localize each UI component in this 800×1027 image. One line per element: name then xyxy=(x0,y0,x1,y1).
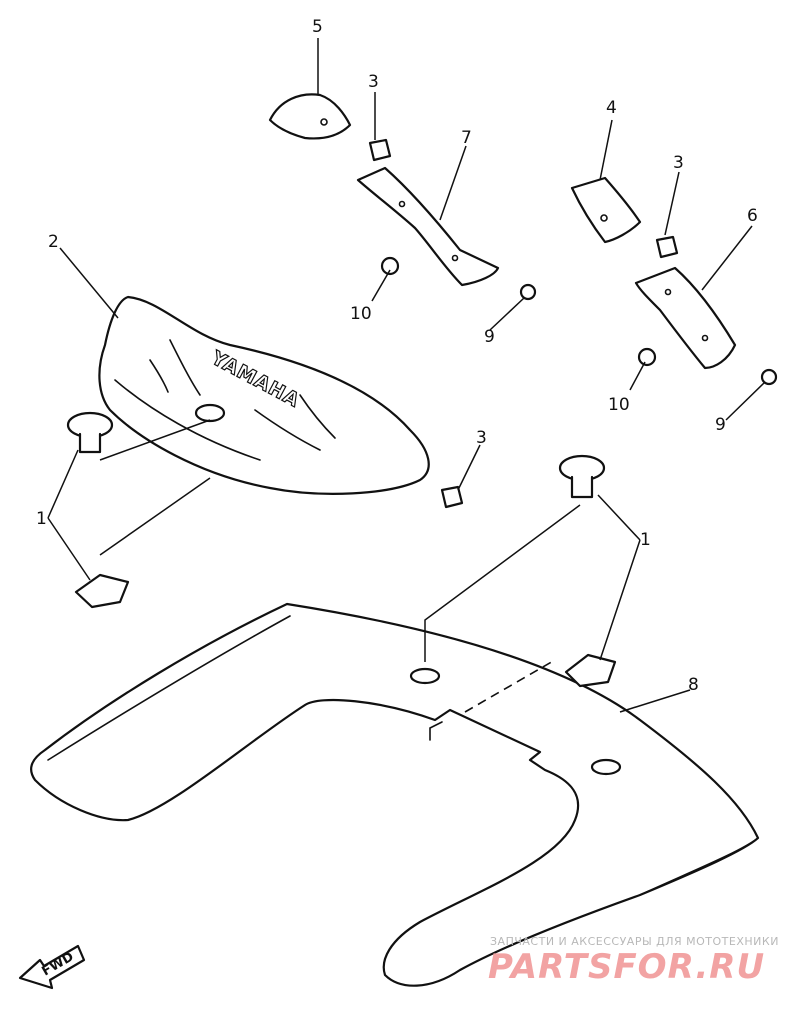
part-4-clip xyxy=(570,176,642,244)
callout-5: 5 xyxy=(312,17,323,37)
part-9-fastener-left xyxy=(519,283,537,301)
callout-3-cowl: 3 xyxy=(476,428,487,448)
part-3-fastener-right xyxy=(655,235,679,259)
part-10-nut-right xyxy=(637,347,657,367)
callout-10-left: 10 xyxy=(350,304,372,324)
callout-1-left: 1 xyxy=(36,509,47,529)
callout-9-left: 9 xyxy=(484,327,495,347)
part-5-clip xyxy=(268,93,352,140)
part-3-fastener-top xyxy=(368,138,392,162)
part-6-bracket xyxy=(634,266,737,370)
callout-7: 7 xyxy=(461,128,472,148)
callout-1-right: 1 xyxy=(640,530,651,550)
part-10-nut-left xyxy=(380,256,400,276)
part-8-mat xyxy=(30,602,760,987)
callout-8: 8 xyxy=(688,675,699,695)
part-1-grommet-left xyxy=(66,411,130,609)
callout-4: 4 xyxy=(606,98,617,118)
callout-3-top: 3 xyxy=(368,72,379,92)
leader-lines xyxy=(47,38,765,713)
callout-6: 6 xyxy=(747,206,758,226)
part-2-cowl: YAMAHA xyxy=(98,295,430,495)
callout-9-right: 9 xyxy=(715,415,726,435)
callout-2: 2 xyxy=(48,232,59,252)
part-9-fastener-right xyxy=(760,368,778,386)
part-1-grommet-right xyxy=(558,454,617,688)
callout-3-right: 3 xyxy=(673,153,684,173)
watermark-logo: PARTSFOR.RU xyxy=(488,947,765,987)
watermark-caption: ЗАПЧАСТИ И АКСЕССУАРЫ ДЛЯ МОТОТЕХНИКИ xyxy=(490,935,779,948)
part-7-bracket xyxy=(356,166,500,287)
callout-10-right: 10 xyxy=(608,395,630,415)
fwd-arrow-icon: FWD xyxy=(18,944,86,990)
part-3-fastener-cowl xyxy=(440,485,464,509)
